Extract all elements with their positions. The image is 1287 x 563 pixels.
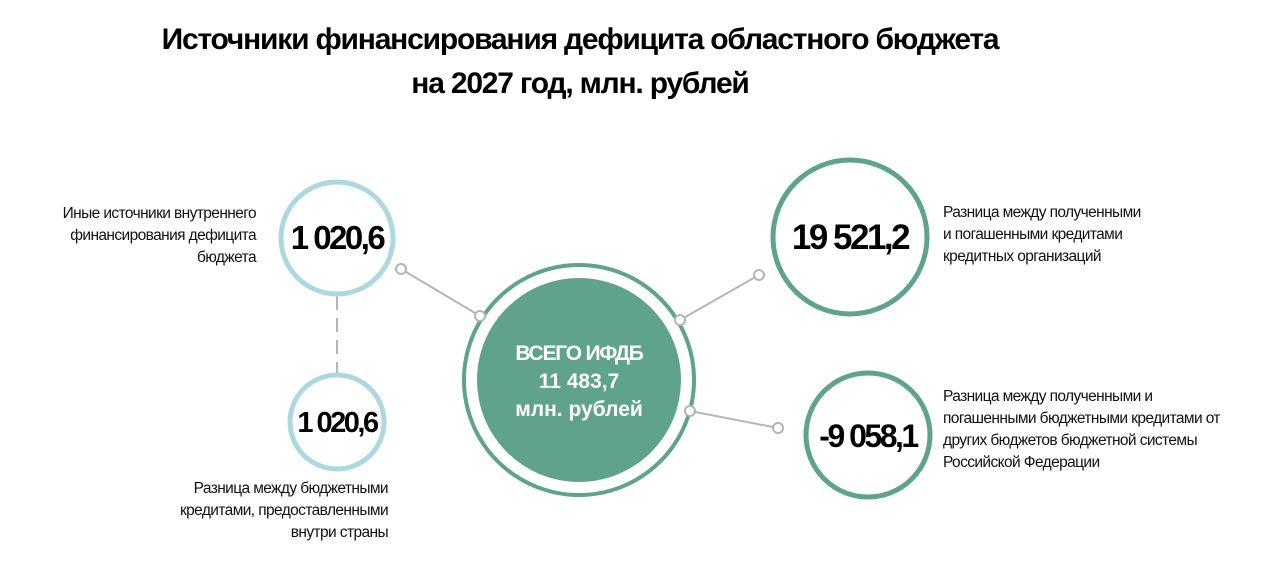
node-desc-domestic-credits: Разница между бюджетными кредитами, пред… — [100, 478, 389, 544]
node-value-budget-system: -9 058,1 — [819, 418, 919, 454]
connector-top-right — [679, 274, 760, 321]
node-desc-credit-orgs: Разница между полученными и погашенными … — [943, 202, 1223, 268]
node-circle-credit-orgs — [770, 157, 930, 317]
connector-dot — [772, 422, 784, 434]
desc-line: погашенными бюджетными кредитами от — [943, 410, 1221, 427]
desc-line: финансирования дефицита — [70, 227, 256, 244]
center-label: ВСЕГО ИФДБ — [515, 342, 644, 365]
desc-line: и погашенными кредитами — [943, 226, 1123, 243]
page-title: Источники финансирования дефицита област… — [0, 18, 1160, 106]
desc-line: Разница между бюджетными — [193, 480, 389, 497]
desc-line: Иные источники внутреннего — [62, 205, 257, 222]
connector-bottom-right — [689, 410, 779, 429]
desc-line: Разница между полученными — [943, 204, 1141, 221]
desc-line: других бюджетов бюджетной системы — [943, 432, 1198, 449]
center-total: ВСЕГО ИФДБ 11 483,7 млн. рублей — [479, 340, 679, 424]
connector-left — [400, 268, 481, 317]
center-value: 11 483,7 — [538, 370, 620, 393]
title-line-1: Источники финансирования дефицита област… — [161, 23, 1000, 56]
connector-dot — [474, 310, 486, 322]
connector-dot — [395, 263, 407, 275]
node-desc-budget-system: Разница между полученными и погашенными … — [943, 386, 1283, 474]
connector-dot — [753, 269, 765, 281]
connector-dot — [684, 405, 696, 417]
node-value-credit-orgs: 19 521,2 — [791, 218, 911, 257]
desc-line: кредитами, предоставленными — [179, 502, 389, 519]
desc-line: Разница между полученными и — [943, 388, 1153, 405]
desc-line: внутри страны — [290, 524, 389, 541]
center-unit: млн. рублей — [515, 398, 643, 421]
node-circle-other-sources — [278, 179, 396, 297]
desc-line: кредитных организаций — [943, 248, 1102, 265]
desc-line: Российской Федерации — [943, 454, 1100, 471]
connectors — [395, 263, 784, 434]
node-desc-other-sources: Иные источники внутреннего финансировани… — [0, 203, 257, 269]
node-circle-budget-system — [803, 370, 933, 500]
title-line-2: на 2027 год, млн. рублей — [411, 67, 750, 100]
center-fill-circle — [477, 278, 681, 482]
connector-dot — [674, 314, 686, 326]
node-value-domestic-credits: 1 020,6 — [297, 407, 379, 439]
node-value-other-sources: 1 020,6 — [290, 219, 386, 256]
desc-line: бюджета — [196, 249, 257, 266]
node-circle-domestic-credits — [287, 372, 387, 472]
